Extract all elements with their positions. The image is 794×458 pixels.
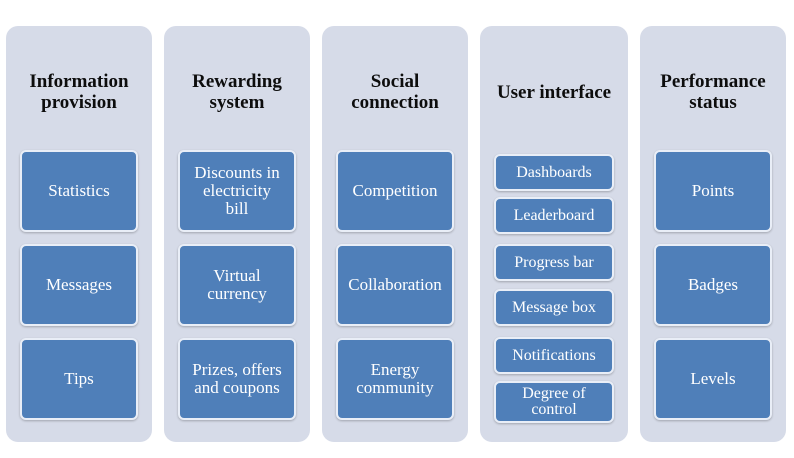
item-box: Degree of control [494,381,614,423]
item-box: Message box [494,289,614,326]
column-title: Information provision [29,71,129,113]
item-box: Prizes, offers and coupons [178,338,296,420]
item-box: Tips [20,338,138,420]
item-box: Progress bar [494,244,614,281]
column-rewarding-system: Rewarding system Discounts in electricit… [164,26,310,442]
item-box: Levels [654,338,772,420]
item-box: Statistics [20,150,138,232]
column-performance-status: Performance status Points Badges Levels [640,26,786,442]
item-box: Points [654,150,772,232]
column-title: Social connection [351,71,439,113]
column-user-interface: User interface Dashboards Leaderboard Pr… [480,26,628,442]
item-box: Energy community [336,338,454,420]
item-box: Dashboards [494,154,614,191]
column-title: Rewarding system [192,71,282,113]
item-box: Notifications [494,337,614,374]
column-title: User interface [496,81,612,103]
column-information-provision: Information provision Statistics Message… [6,26,152,442]
item-box: Discounts in electricity bill [178,150,296,232]
item-box: Collaboration [336,244,454,326]
column-title: Performance status [660,71,766,113]
item-box: Leaderboard [494,197,614,234]
item-box: Virtual currency [178,244,296,326]
item-box: Messages [20,244,138,326]
column-social-connection: Social connection Competition Collaborat… [322,26,468,442]
item-box: Badges [654,244,772,326]
item-box: Competition [336,150,454,232]
